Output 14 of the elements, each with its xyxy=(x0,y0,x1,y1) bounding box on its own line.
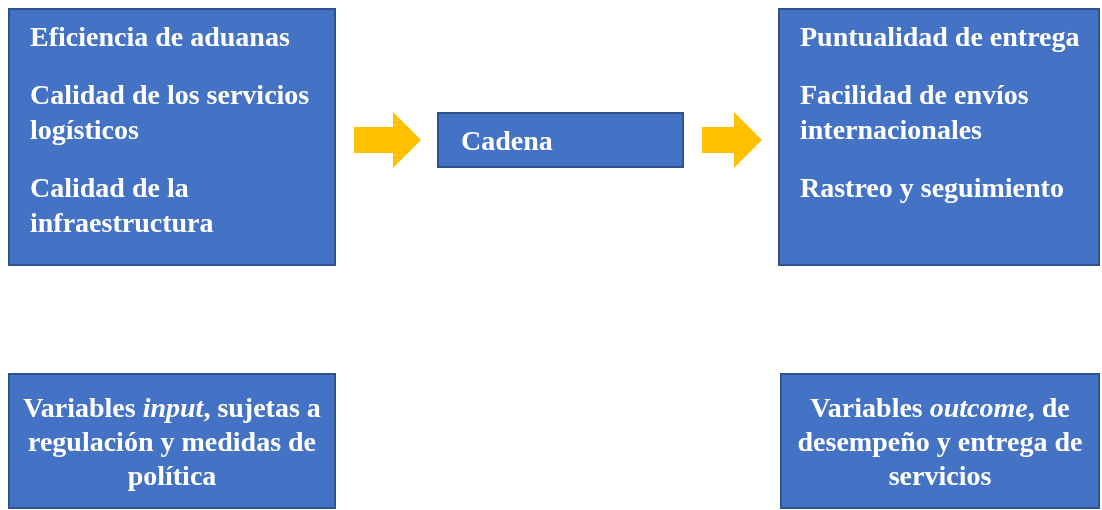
box-text: Cadena xyxy=(461,123,553,158)
box-text: Facilidad de envíos internacionales xyxy=(800,78,1030,147)
box-text: Calidad de los servicios logísticos xyxy=(30,78,310,147)
text-box xyxy=(778,8,1100,266)
box-text: Variables input, sujetas a regulación y medidas de política xyxy=(22,391,322,493)
box-text: Calidad de la infraestructura xyxy=(30,171,215,240)
box-text: Eficiencia de aduanas xyxy=(30,20,291,54)
box-text: Variables outcome, de desempeño y entrega de servicios xyxy=(796,391,1084,493)
box-text: Puntualidad de entrega xyxy=(800,20,1081,54)
text-box xyxy=(8,373,336,509)
box-text: Rastreo y seguimiento xyxy=(800,171,1065,205)
text-box xyxy=(437,112,684,168)
text-box xyxy=(8,8,336,266)
text-box xyxy=(780,373,1100,509)
